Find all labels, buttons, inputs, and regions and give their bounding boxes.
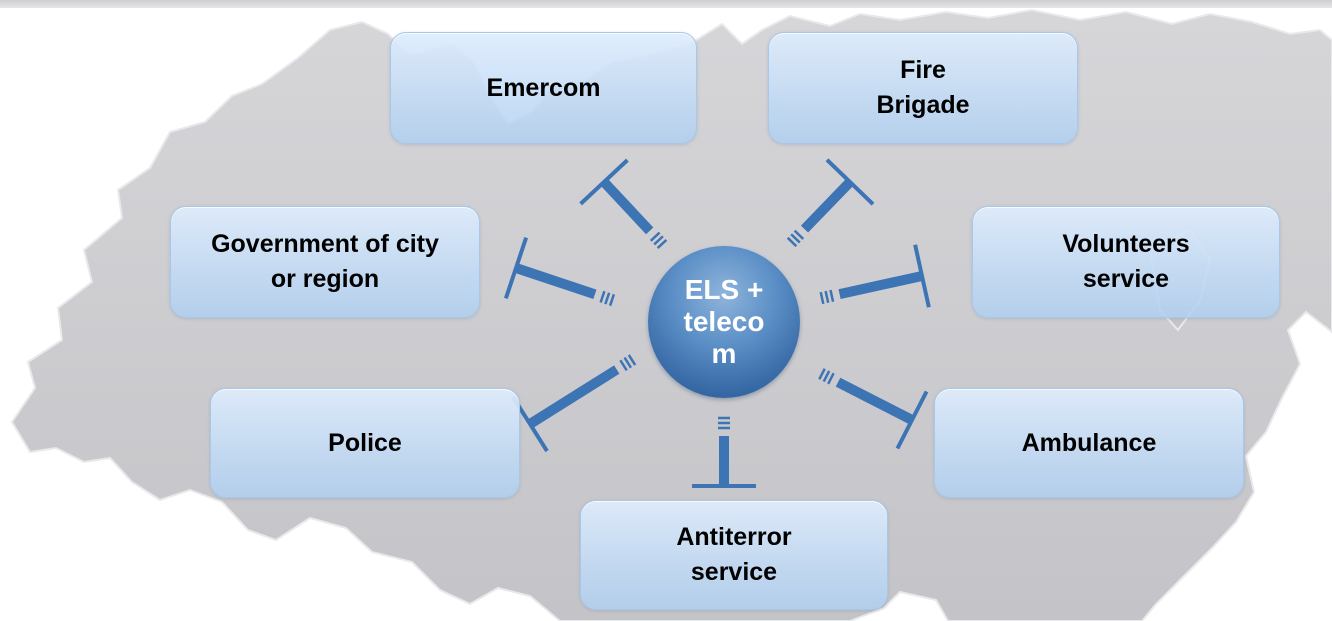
connector-end-bar: [825, 158, 875, 206]
connector-dash: [623, 356, 633, 369]
connector-antiterror: [692, 416, 756, 488]
connector-shaft: [514, 263, 597, 300]
connector-police: [511, 354, 637, 453]
connector-shaft: [835, 377, 915, 425]
hub-circle: ELS + teleco m: [648, 246, 800, 398]
connector-end-bar: [503, 237, 529, 299]
connector-dash: [599, 290, 606, 303]
connector-dash: [656, 238, 668, 250]
node-fire-brigade: Fire Brigade: [768, 32, 1078, 144]
connector-shaft: [838, 271, 924, 300]
connector-shaft: [800, 178, 854, 233]
connector-dash: [818, 368, 826, 380]
node-ambulance: Ambulance: [934, 388, 1244, 498]
connector-dash: [827, 372, 835, 385]
node-emercom: Emercom: [390, 32, 697, 144]
connector-dash: [790, 233, 801, 244]
connector-end-bar: [579, 158, 629, 206]
connector-dash: [822, 370, 831, 383]
connector-dash: [829, 289, 835, 302]
node-antiterror: Antiterror service: [580, 500, 888, 610]
connector-fire-brigade: [786, 158, 875, 248]
connector-end-bar: [895, 390, 929, 450]
node-government: Government of city or region: [170, 206, 480, 318]
connector-government: [503, 237, 616, 307]
connector-dash: [608, 293, 616, 307]
connector-dash: [793, 229, 805, 240]
connector-dash: [824, 290, 830, 304]
connector-dash: [627, 354, 637, 366]
connector-dash: [649, 231, 661, 242]
connector-emercom: [579, 158, 668, 250]
connector-dash: [653, 235, 664, 246]
connector-shaft: [600, 178, 654, 235]
connector-ambulance: [818, 368, 929, 450]
top-border-bar: [0, 0, 1332, 8]
connector-dash: [619, 359, 628, 372]
connector-volunteers: [819, 244, 931, 308]
node-volunteers: Volunteers service: [972, 206, 1280, 318]
connector-dash: [819, 291, 825, 305]
node-police: Police: [210, 388, 520, 498]
connector-end-bar: [913, 244, 931, 308]
connector-dash: [604, 292, 611, 305]
connector-dash: [786, 236, 798, 248]
connector-shaft: [527, 365, 620, 429]
